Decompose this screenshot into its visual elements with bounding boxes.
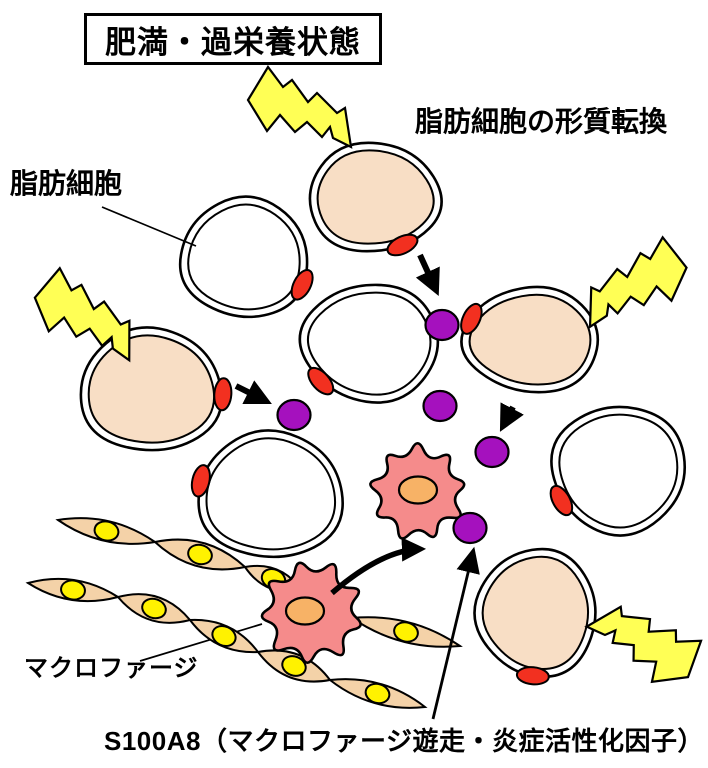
adipocyte-cell [549,405,686,537]
stress-lightning-icon [246,65,353,149]
spindle-cell-nucleus [60,579,86,601]
caption-s100a8: S100A8（マクロファージ遊走・炎症活性化因子） [104,726,704,756]
red-nucleus [307,366,335,396]
red-nucleus [549,484,574,517]
macrophage-nucleus [284,596,326,626]
s100a8-molecule [422,389,458,423]
transformed-adipocyte-cell [79,326,233,452]
label-adipocyte-transformation: 脂肪細胞の形質転換 [415,106,668,137]
red-nucleus [460,302,483,335]
spindle-cell-chain [55,517,304,594]
s100a8-molecule [452,511,488,545]
adipocyte-cell [298,283,440,404]
s100a8-molecule [424,308,460,342]
adipocyte-label-pointer-line [101,206,197,247]
stress-lightning-icon [585,575,708,708]
red-nucleus [190,464,211,498]
red-nucleus [515,666,550,686]
diagram-title: 肥満・過栄養状態 [105,24,361,60]
spindle-cell-nucleus [141,597,167,620]
title-box: 肥満・過栄養状態 [84,13,382,65]
s100a8-molecule [474,435,510,469]
spindle-cell-nucleus [211,625,237,647]
arrows [234,253,524,596]
label-adipocyte: 脂肪細胞 [10,168,123,199]
spindle-cell-nucleus [93,520,120,542]
spindle-cell-chain [349,616,463,648]
spindle-cell-nucleus [187,543,213,566]
macrophage-label-pointer-line [139,623,263,662]
secretion-arrow [499,402,524,432]
stress-lightning-icon [26,264,143,362]
transformed-adipocyte-cell [460,285,600,394]
s100a8-molecule [276,398,312,432]
spindle-cell-nucleus [393,621,419,643]
transformed-adipocyte-cell [308,141,443,257]
adipocyte-cell [178,195,314,319]
macrophage-cell [369,441,466,540]
red-nucleus [213,377,233,412]
transformation-arrow [415,253,440,297]
stress-lightning-icon [579,233,694,328]
adipocyte-cell [190,429,344,559]
transformed-adipocyte-cell [473,547,597,686]
red-nucleus [290,269,314,301]
spindle-cell-chain [25,577,428,709]
spindle-cell-nucleus [364,682,391,705]
macrophage-nucleus [397,475,439,505]
spindle-cell-nucleus [281,655,307,677]
label-macrophage: マクロファージ [24,655,199,682]
secretion-arrow [234,380,272,404]
macrophage-migration-arrow [330,537,427,596]
label-pointer-lines [101,206,263,662]
s100a8-caption-pointer-arrow [431,546,480,720]
red-nucleus [386,233,419,257]
